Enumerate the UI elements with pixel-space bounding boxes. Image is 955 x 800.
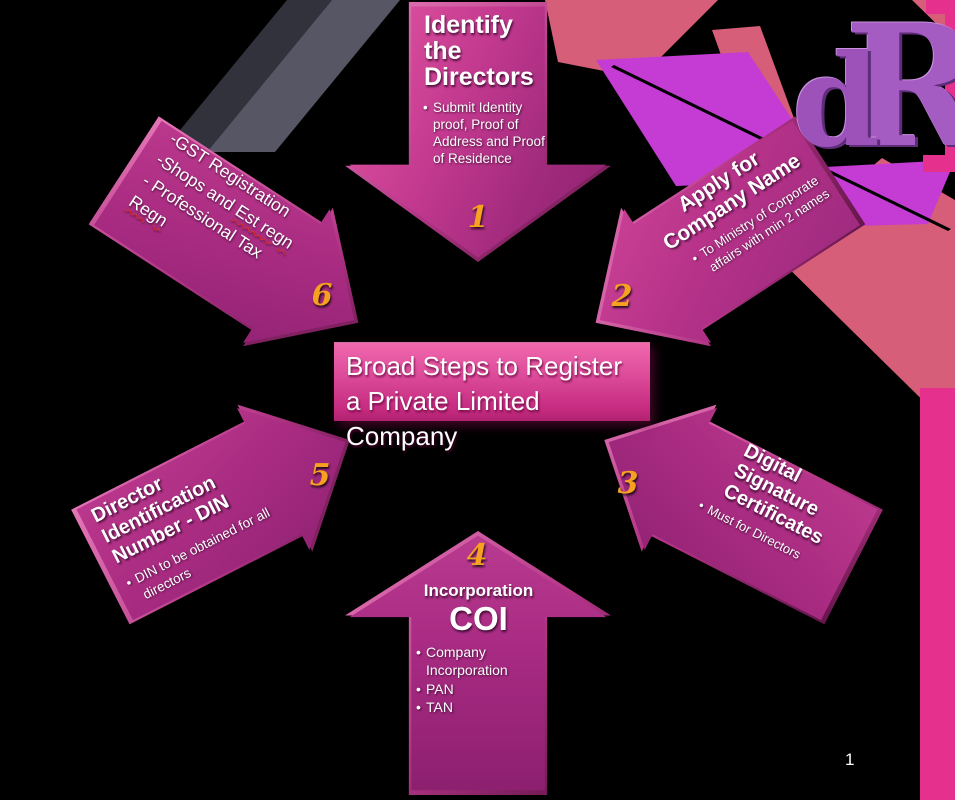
step1-bullet: Submit Identity proof, Proof of Address …	[423, 100, 549, 168]
title-box: Broad Steps to Register a Private Limite…	[334, 342, 650, 451]
step4-bullet-3: TAN	[416, 698, 549, 716]
step5-number: 5	[309, 458, 331, 493]
step4-heading: Incorporation	[423, 581, 534, 600]
step1-arrow-down: Identify the Directors Submit Identity p…	[345, 2, 611, 262]
step4-content: Incorporation COI Company Incorporation …	[408, 581, 549, 716]
step3-number: 3	[617, 466, 639, 501]
pink-edge-bar	[920, 388, 955, 800]
logo-dr: d R	[792, 2, 955, 170]
step1-number: 1	[467, 200, 489, 235]
page-number: 1	[845, 750, 855, 769]
step2-number: 2	[611, 279, 633, 314]
step4-bullets: Company Incorporation PAN TAN	[416, 643, 549, 716]
step4-number: 4	[466, 538, 488, 573]
step4-bullet-2: PAN	[416, 680, 549, 698]
logo-letter-d: d	[792, 27, 881, 175]
step4-subheading: COI	[449, 600, 508, 637]
step4-bullet-1: Company Incorporation	[416, 643, 549, 679]
step1-content: Identify the Directors Submit Identity p…	[409, 12, 549, 168]
step1-heading: Identify the Directors	[424, 11, 534, 91]
step4-arrow-up: Incorporation COI Company Incorporation …	[345, 531, 611, 795]
slide-title: Broad Steps to Register a Private Limite…	[346, 351, 623, 452]
logo-letter-r: R	[844, 0, 955, 185]
step6-number: 6	[311, 278, 333, 313]
